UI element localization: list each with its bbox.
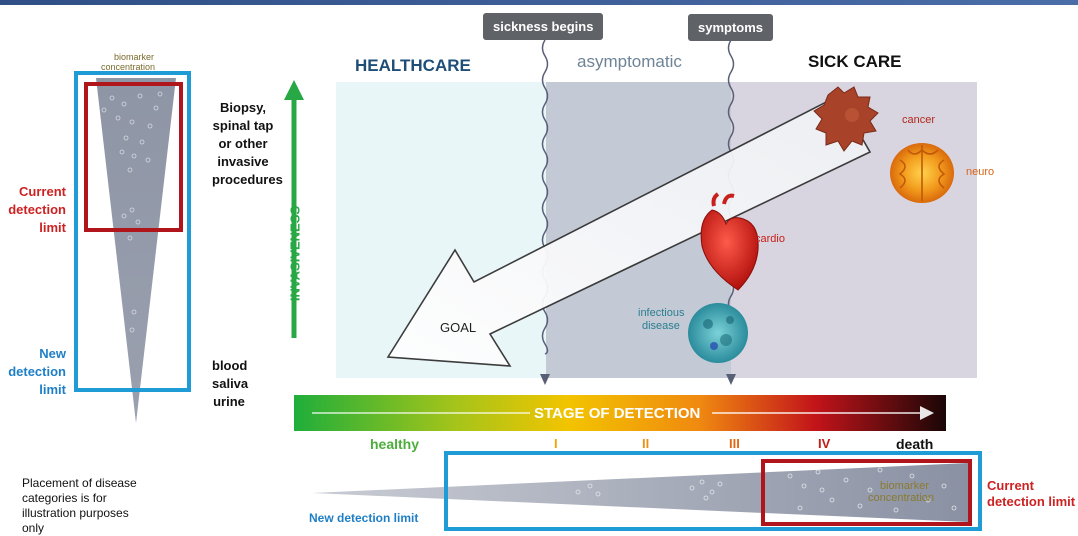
invasiveness-axis-arrowhead — [284, 80, 304, 100]
symptoms-callout: symptoms — [688, 14, 774, 41]
infectious-label-line1: infectious — [638, 307, 685, 319]
symptoms-arrowhead — [726, 374, 736, 385]
left-new-detection-limit: New detection limit — [8, 346, 66, 397]
left-new-limit-box — [74, 71, 191, 392]
placement-footnote: Placement of disease categories is for i… — [22, 476, 137, 535]
bottom-current-limit-box — [761, 459, 972, 526]
sickness-begins-arrowhead — [540, 374, 550, 385]
left-cone-particles — [101, 91, 163, 333]
stage-healthy: healthy — [370, 436, 420, 452]
invasiveness-label: INVASIVENESS — [287, 205, 303, 302]
left-current-limit-box — [84, 82, 183, 232]
stage-i: I — [554, 436, 558, 451]
invasive-procedures-text: Biopsy, spinal tap or other invasive pro… — [212, 100, 283, 187]
healthcare-heading: HEALTHCARE — [355, 56, 471, 75]
left-current-detection-limit: Current detection limit — [8, 184, 66, 235]
goal-label: GOAL — [440, 320, 477, 335]
bottom-new-limit-box — [444, 451, 982, 531]
virus-icon — [688, 303, 748, 363]
asymptomatic-heading: asymptomatic — [577, 52, 682, 71]
cardio-label: cardio — [755, 233, 785, 245]
stage-of-detection-label: STAGE OF DETECTION — [534, 405, 701, 422]
left-biomarker-label-line1: biomarker — [114, 52, 155, 62]
left-biomarker-cone — [96, 78, 176, 423]
stage-death: death — [896, 436, 934, 452]
cancer-label: cancer — [902, 114, 936, 126]
bottom-biomarker-label-line2: concentration — [868, 492, 935, 504]
stage-ii: II — [642, 436, 650, 451]
sick-care-heading: SICK CARE — [808, 52, 902, 71]
stage-iii: III — [729, 436, 740, 451]
bottom-biomarker-label-line1: biomarker — [880, 480, 929, 492]
bottom-cone-particles — [575, 467, 957, 513]
brain-icon — [890, 143, 954, 203]
bottom-new-detection-limit: New detection limit — [309, 511, 419, 525]
heart-icon — [700, 192, 759, 291]
left-biomarker-label-line2: concentration — [101, 62, 156, 72]
sickness-begins-callout: sickness begins — [483, 13, 604, 40]
cancer-cell-icon — [813, 86, 879, 152]
top-accent-bar — [0, 0, 1078, 5]
bottom-current-detection-limit: Current detection limit — [987, 478, 1076, 509]
body-fluids-text: blood saliva urine — [212, 358, 249, 409]
goal-arrow — [386, 94, 872, 367]
infectious-label-line2: disease — [642, 320, 680, 332]
bottom-biomarker-cone — [312, 463, 968, 522]
neuro-label: neuro — [966, 166, 995, 178]
stage-arrowhead — [920, 406, 934, 420]
stage-iv: IV — [818, 436, 831, 451]
